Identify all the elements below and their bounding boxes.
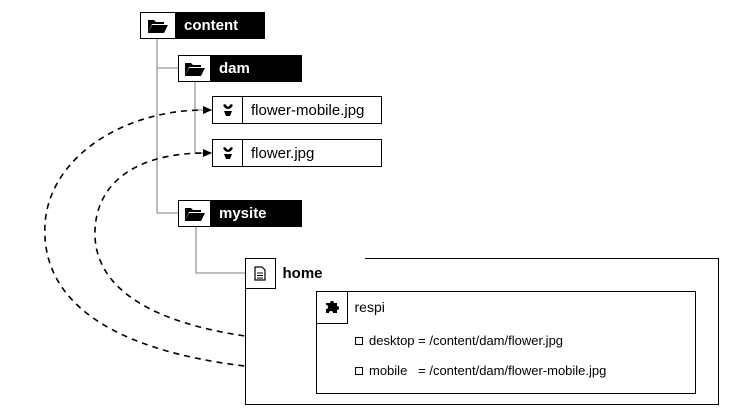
property-desktop: desktop = /content/dam/flower.jpg <box>355 333 563 348</box>
tree-node-mysite[interactable]: mysite <box>178 200 302 227</box>
property-text: desktop = /content/dam/flower.jpg <box>369 333 564 348</box>
tree-node-flower[interactable]: flower.jpg <box>212 139 382 167</box>
respi-panel: respi <box>315 290 696 394</box>
tree-node-flower-mobile[interactable]: flower-mobile.jpg <box>212 96 382 124</box>
tree-node-label: home <box>282 264 323 282</box>
page-icon <box>244 257 276 289</box>
tree-line-mysite <box>195 227 245 274</box>
tree-node-label: flower-mobile.jpg <box>251 101 365 119</box>
tree-node-label: content <box>176 12 265 39</box>
dashed-link-desktop <box>94 152 355 344</box>
tree-node-label: flower.jpg <box>251 144 315 162</box>
property-port-icon <box>355 366 363 375</box>
tree-node-dam[interactable]: dam <box>178 55 302 82</box>
property-text: mobile = /content/dam/flower-mobile.jpg <box>369 363 607 378</box>
tree-node-content[interactable]: content <box>140 12 265 39</box>
tree-node-home[interactable]: home <box>244 257 365 289</box>
tree-node-label: respi <box>354 299 385 315</box>
arrowhead-desktop <box>203 149 212 157</box>
dashed-link-mobile <box>44 109 355 373</box>
folder-open-icon <box>140 12 176 39</box>
folder-open-icon <box>178 200 211 227</box>
tree-node-respi[interactable]: respi <box>315 290 436 324</box>
property-port-icon <box>355 336 363 345</box>
tree-node-label: dam <box>211 55 302 82</box>
flower-icon <box>213 140 243 166</box>
tree-line-dam <box>194 82 212 154</box>
tree-node-label: mysite <box>211 200 302 227</box>
puzzle-piece-icon <box>315 290 348 324</box>
flower-icon <box>213 97 243 123</box>
property-mobile: mobile = /content/dam/flower-mobile.jpg <box>355 363 606 378</box>
arrowhead-mobile <box>203 106 212 114</box>
folder-open-icon <box>178 55 211 82</box>
tree-line-content <box>156 38 178 214</box>
